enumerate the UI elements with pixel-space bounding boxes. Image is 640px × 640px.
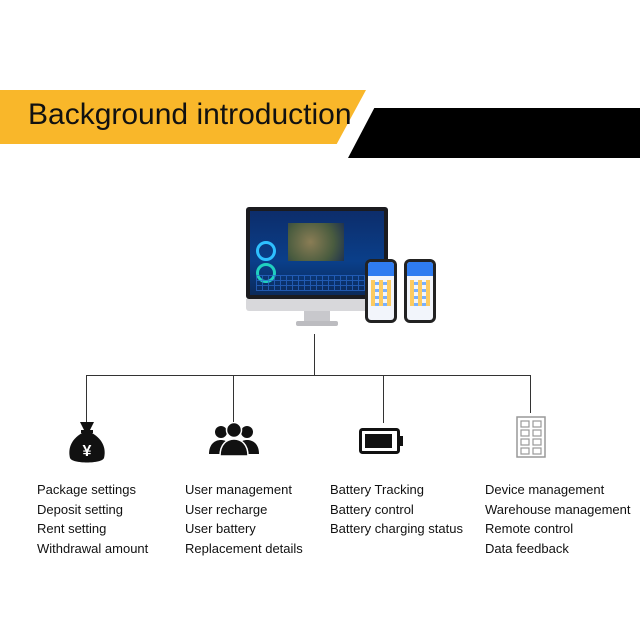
connector-trunk [314,334,315,376]
feature-list-finance: Package settings Deposit setting Rent se… [37,480,148,558]
list-item: Deposit setting [37,501,123,517]
phone-illustration [404,259,436,323]
data-grid [256,275,378,291]
svg-text:¥: ¥ [83,443,92,460]
phone-illustration [365,259,397,323]
list-item: User management [185,482,292,497]
list-item: Battery charging status [330,521,463,537]
list-item: Replacement details [185,540,303,556]
page-title: Background introduction [28,98,352,131]
title-banner-black [348,108,640,158]
monitor-chin [246,299,388,311]
cabinet-icon [516,416,546,458]
list-item: User battery [185,521,256,537]
connector-branch [86,375,87,423]
feature-list-battery: Battery Tracking Battery control Battery… [330,480,463,539]
list-item: Battery control [330,501,414,517]
connector-bar [86,375,531,376]
monitor-stand [304,311,330,323]
users-icon [209,422,259,456]
connector-branch [383,375,384,423]
title-banner-yellow [0,90,366,144]
list-item: Rent setting [37,521,107,537]
list-item: Warehouse management [485,501,631,517]
monitor-illustration [246,207,388,299]
money-bag-icon: ¥ [69,422,105,463]
list-item: Withdrawal amount [37,540,149,556]
connector-branch [530,375,531,413]
list-item: User recharge [185,501,268,517]
list-item: Remote control [485,521,574,537]
ring-chart-icon [256,241,276,261]
list-item: Data feedback [485,540,569,556]
monitor-base [296,321,338,326]
dashboard-screen [250,211,384,295]
battery-icon [359,428,403,454]
map-thumbnail [288,223,344,261]
feature-list-users: User management User recharge User batte… [185,480,303,558]
list-item: Package settings [37,482,137,497]
feature-list-device: Device management Warehouse management R… [485,480,631,558]
connector-branch [233,375,234,423]
list-item: Device management [485,482,605,497]
list-item: Battery Tracking [330,482,424,497]
